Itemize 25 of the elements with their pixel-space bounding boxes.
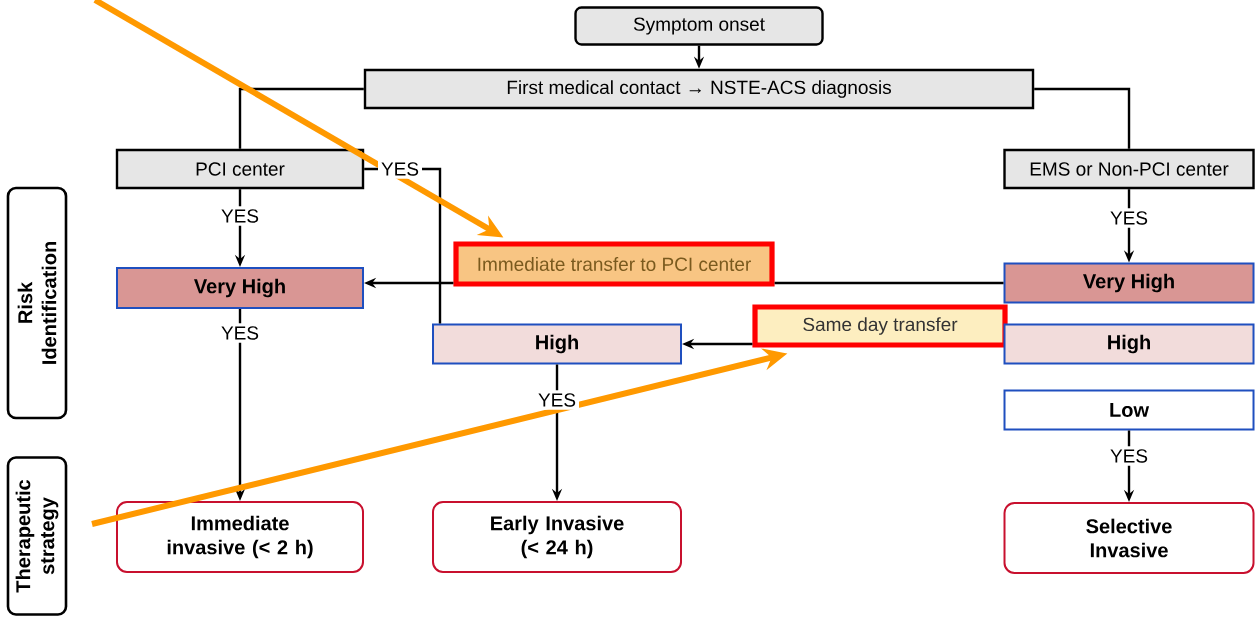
strategy-box: Early Invasive (< 24 h) (432, 501, 682, 573)
process-box: PCI center (115, 148, 365, 190)
edge-label: YES (378, 159, 422, 179)
row-header-box: Risk Identification (6, 186, 68, 420)
strategy-box: Immediate invasive (< 2 h) (116, 501, 364, 573)
connector-line (238, 87, 364, 149)
risk-box: Very High (1003, 262, 1255, 304)
strategy-box: Selective Invasive (1003, 502, 1255, 574)
highlighted-box: Same day transfer (752, 304, 1008, 348)
risk-box: Very High (116, 267, 364, 309)
row-header-box: Therapeutic strategy (6, 456, 68, 616)
highlighted-box: Immediate transfer to PCI center (453, 241, 775, 287)
edge-label: YES (1107, 446, 1152, 466)
risk-box: High (432, 323, 682, 365)
edge-label: YES (1107, 208, 1152, 228)
process-box: First medical contact → NSTE-ACS diagnosis (363, 68, 1035, 110)
connector-line (1034, 87, 1131, 149)
edge-label: YES (535, 390, 579, 410)
process-box: EMS or Non-PCI center (1003, 148, 1255, 190)
risk-box: High (1003, 323, 1255, 365)
edge-label: YES (218, 206, 262, 226)
edge-label: YES (218, 323, 262, 343)
risk-box: Low (1003, 389, 1255, 431)
connector-line (774, 281, 1004, 285)
start-box: Symptom onset (574, 6, 824, 46)
